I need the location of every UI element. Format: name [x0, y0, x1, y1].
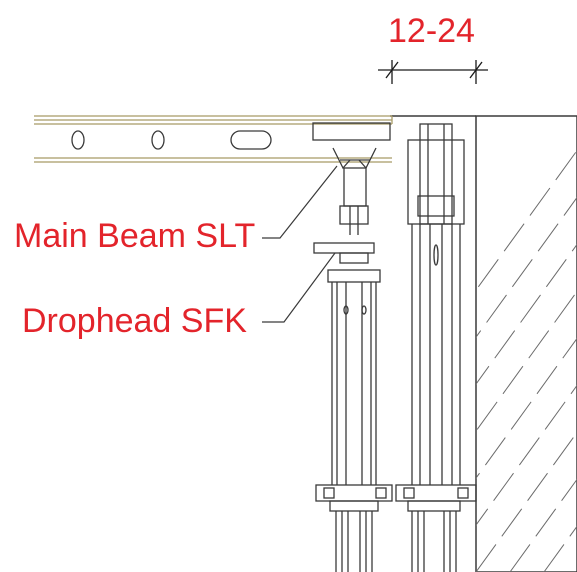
main-beam	[34, 115, 393, 163]
hatch-line	[509, 478, 577, 572]
beam-hole	[151, 130, 165, 150]
main-beam-callout: Main Beam SLT	[14, 217, 256, 255]
drophead-callout: Drophead SFK	[22, 302, 247, 340]
hatch-line	[476, 431, 577, 572]
drophead-leader	[262, 252, 336, 323]
hatch-line	[476, 243, 577, 385]
hatch-line	[476, 384, 577, 526]
drophead-prop	[312, 122, 393, 572]
hatch-line	[476, 290, 577, 432]
beam-hole	[71, 130, 85, 150]
hatch-line	[476, 149, 577, 291]
wall-side-prop	[395, 123, 477, 572]
hatch-line	[476, 337, 577, 479]
dimension-line	[378, 60, 488, 84]
concrete-wall	[475, 115, 577, 572]
leader-lines	[262, 165, 338, 323]
beam-slot	[230, 130, 272, 150]
main-beam-leader	[262, 165, 338, 239]
dimension-label: 12-24	[388, 12, 475, 50]
